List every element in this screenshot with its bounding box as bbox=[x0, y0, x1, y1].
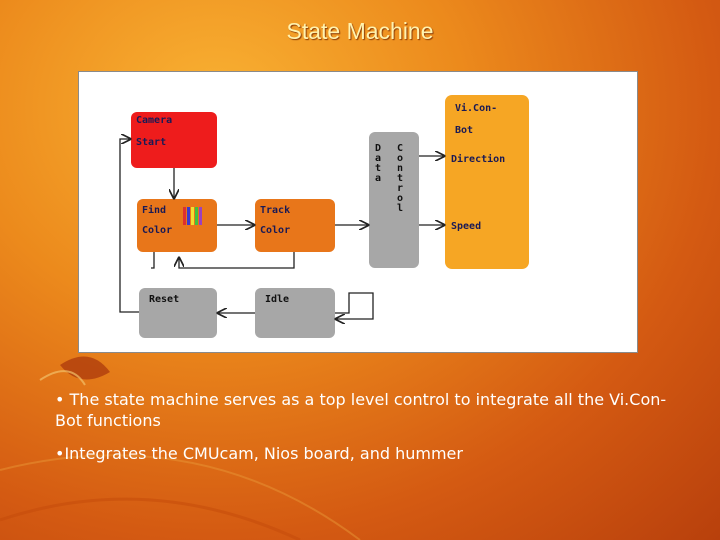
reset-label: Reset bbox=[149, 294, 179, 305]
state-machine-diagram: Camera Start Find Color Track Color bbox=[78, 71, 638, 353]
arrow-track-to-find bbox=[179, 252, 295, 269]
track-color-label: Color bbox=[260, 225, 290, 236]
reset-box: Reset bbox=[139, 288, 217, 338]
find-color-box: Find Color bbox=[137, 199, 217, 252]
arrows bbox=[119, 139, 444, 319]
track-color-box: Track Color bbox=[255, 199, 335, 252]
bullet-item: •Integrates the CMUcam, Nios board, and … bbox=[55, 444, 463, 463]
idle-label: Idle bbox=[265, 294, 289, 305]
bullet-list: • The state machine serves as a top leve… bbox=[55, 389, 675, 476]
slide-title: State Machine bbox=[286, 18, 434, 44]
arrow-idle-loop bbox=[335, 292, 374, 319]
arrow-find-loop bbox=[151, 252, 155, 269]
find-label: Find bbox=[142, 204, 166, 216]
viconbot-label-line2: Bot bbox=[455, 125, 473, 136]
viconbot-label-line1: Vi.Con- bbox=[455, 102, 497, 114]
viconbot-box: Vi.Con- Bot Direction Speed bbox=[445, 95, 529, 269]
bullet-item: • The state machine serves as a top leve… bbox=[55, 390, 667, 430]
camera-label: Camera bbox=[136, 115, 172, 126]
camera-start-box: Camera Start bbox=[131, 112, 217, 168]
idle-box: Idle bbox=[255, 288, 335, 338]
start-label: Start bbox=[136, 137, 166, 148]
direction-label: Direction bbox=[451, 153, 505, 165]
find-color-label: Color bbox=[142, 225, 172, 236]
color-swatch-icon bbox=[183, 207, 202, 225]
speed-label: Speed bbox=[451, 221, 481, 232]
track-label: Track bbox=[260, 205, 290, 216]
arrow-reset-to-camera bbox=[119, 139, 139, 313]
